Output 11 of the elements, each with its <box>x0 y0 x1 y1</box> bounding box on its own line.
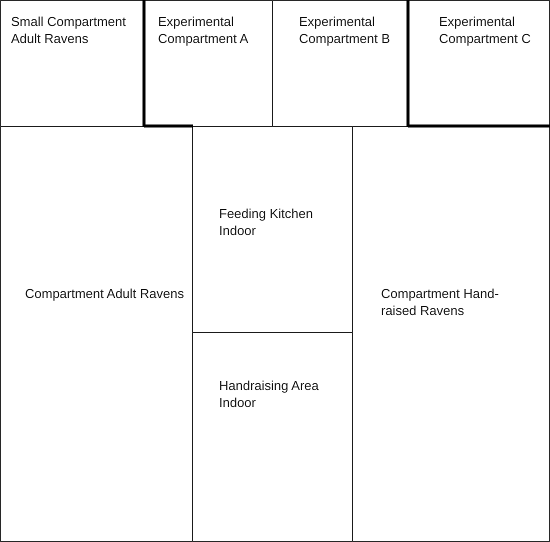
room-label: Feeding Kitchen Indoor <box>219 205 314 239</box>
room-label: Compartment Adult Ravens <box>25 285 185 302</box>
room-label: Handraising Area Indoor <box>219 377 320 411</box>
room-label: Experimental Compartment B <box>299 13 392 47</box>
room <box>352 126 550 542</box>
room-label: Experimental Compartment C <box>439 13 532 47</box>
room <box>0 126 193 542</box>
room-label: Small Compartment Adult Ravens <box>11 13 127 47</box>
room-label: Compartment Hand-raised Ravens <box>381 285 500 319</box>
room <box>0 0 144 127</box>
room-label: Experimental Compartment A <box>158 13 250 47</box>
